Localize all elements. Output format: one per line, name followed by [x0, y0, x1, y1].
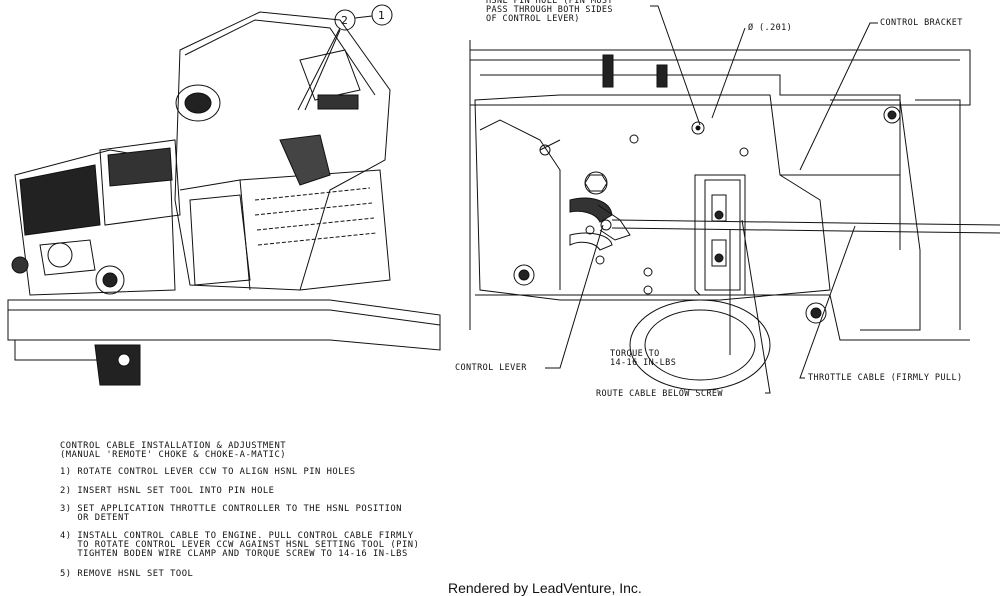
watermark: Rendered by LeadVenture, Inc. [448, 580, 642, 596]
control-bracket-detail-view [469, 5, 1000, 394]
engine-isometric-view: 2 1 [7, 4, 441, 386]
torque-callout: TORQUE TO 14-16 IN-LBS [610, 349, 677, 368]
balloon-2: 2 [341, 14, 348, 27]
control-bracket-callout: CONTROL BRACKET [880, 18, 963, 28]
instructions-heading: CONTROL CABLE INSTALLATION & ADJUSTMENT … [60, 441, 287, 461]
instruction-step-4: 4) INSTALL CONTROL CABLE TO ENGINE. PULL… [60, 531, 420, 560]
control-lever-callout: CONTROL LEVER [455, 363, 527, 373]
instruction-step-2: 2) INSERT HSNL SET TOOL INTO PIN HOLE [60, 486, 275, 496]
diameter-callout: Ø (.201) [748, 23, 793, 33]
route-cable-callout: ROUTE CABLE BELOW SCREW [596, 389, 723, 399]
throttle-cable-callout: THROTTLE CABLE (FIRMLY PULL) [808, 373, 963, 383]
instruction-step-3: 3) SET APPLICATION THROTTLE CONTROLLER T… [60, 504, 402, 524]
instruction-step-5: 5) REMOVE HSNL SET TOOL [60, 569, 194, 579]
balloon-1: 1 [378, 9, 385, 22]
instruction-step-1: 1) ROTATE CONTROL LEVER CCW TO ALIGN HSN… [60, 467, 356, 477]
hsnl-pin-hole-callout: HSNL PIN HOLE (PIN MUST PASS THROUGH BOT… [486, 0, 613, 24]
